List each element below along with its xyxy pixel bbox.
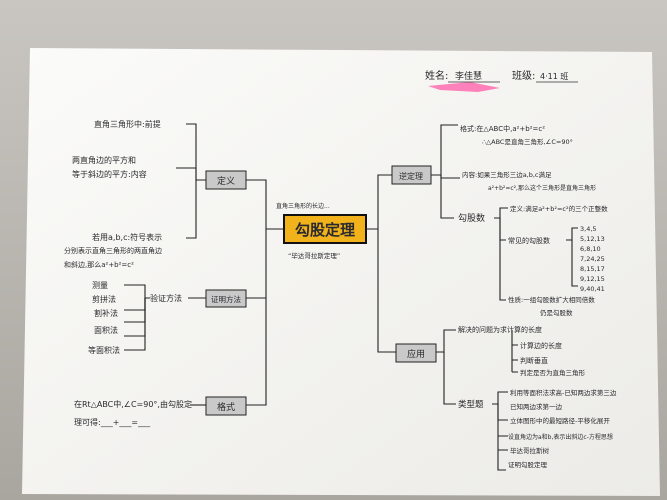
definition-item: 分别表示直角三角形的两直角边 <box>64 246 162 255</box>
proof-item: 等面积法 <box>88 345 120 355</box>
definition-box <box>205 170 247 190</box>
center-note-below: “毕达哥拉斯定理” <box>288 251 340 260</box>
converse-label: 逆定理 <box>399 171 423 181</box>
triple-number: 7,24,25 <box>580 255 605 263</box>
left-connectors <box>124 123 284 406</box>
application-label: 应用 <box>407 348 425 360</box>
format-item: 在Rt△ABC中,∠C=90°,由勾股定 <box>74 399 192 409</box>
branch-proof-methods: 证明方法 验证方法 测量 剪拼法 割补法 面积法 等面积法 <box>88 281 247 355</box>
triple-number: 8,15,17 <box>580 265 605 273</box>
definition-item: 和斜边,那么a²+b²=c² <box>64 260 134 269</box>
proof-item: 测量 <box>92 281 108 290</box>
problem-type-label: 类型题 <box>458 399 484 410</box>
format-item: 理可得:___+___=___ <box>74 417 151 427</box>
name-value: 李佳慧 <box>455 70 482 82</box>
triple-item: 常见的勾股数 <box>508 236 550 245</box>
triple-number: 6,8,10 <box>580 245 601 253</box>
triple-item: 性质:一组勾股数扩大相同倍数 <box>508 295 595 304</box>
problem-type-item: 立体图形中的最短路径-平移化展开 <box>510 416 610 425</box>
central-topic: 直角三角形的长边... 勾股定理 “毕达哥拉斯定理” <box>276 202 367 260</box>
proof-label: 证明方法 <box>211 294 241 304</box>
triple-number: 5,12,13 <box>580 235 605 243</box>
problem-type-item: 毕达哥拉斯树 <box>510 446 550 455</box>
center-note-above: 直角三角形的长边... <box>276 202 330 210</box>
header: 姓名: 李佳慧 班级: 4·11 班 <box>425 69 578 92</box>
converse-box <box>391 165 432 185</box>
class-label: 班级: <box>512 70 535 82</box>
definition-item: 两直角边的平方和 <box>72 155 136 165</box>
proof-item: 剪拼法 <box>92 294 116 304</box>
class-value: 4·11 班 <box>540 71 568 81</box>
problem-type-item: 已知两边求第一边 <box>510 402 563 411</box>
application-item: 解决的问题为求计算的长度 <box>458 325 542 334</box>
center-box <box>283 214 367 244</box>
branch-application: 应用 解决的问题为求计算的长度 计算边的长度 判断垂直 判定是否为直角三角形 类… <box>395 325 617 469</box>
application-item: 计算边的长度 <box>520 341 562 350</box>
application-item: 判定是否为直角三角形 <box>520 368 586 377</box>
name-label: 姓名: <box>425 69 448 82</box>
branch-definition: 定义 直角三角形中:前提 两直角边的平方和 等于斜边的平方:内容 若用a,b,c… <box>64 119 247 269</box>
format-label: 格式 <box>217 401 235 413</box>
problem-type-item: 设直角边为a和b,表示出斜边c-方程思想 <box>508 433 613 441</box>
triple-number: 3,4,5 <box>580 225 597 233</box>
right-connectors <box>366 124 578 471</box>
format-box <box>205 396 247 416</box>
proof-item: 面积法 <box>94 325 118 335</box>
definition-item: 直角三角形中:前提 <box>94 119 161 129</box>
proof-box <box>205 289 247 308</box>
converse-item: ∴△ABC是直角三角形,∠C=90° <box>482 137 573 146</box>
definition-label: 定义 <box>217 175 235 187</box>
converse-item: a²+b²=c²,那么这个三角形是直角三角形 <box>488 184 596 192</box>
proof-sub-label: 验证方法 <box>150 293 182 303</box>
triple-number: 9,40,41 <box>580 285 605 293</box>
application-box <box>395 343 437 363</box>
problem-type-item: 利用等面积法求高-已知两边求第三边 <box>510 388 617 397</box>
pink-highlight <box>428 82 500 92</box>
definition-item: 若用a,b,c:符号表示 <box>92 232 162 242</box>
branch-converse: 逆定理 格式:在△ABC中,a²+b²=c² ∴△ABC是直角三角形,∠C=90… <box>391 124 608 317</box>
proof-item: 割补法 <box>94 308 118 318</box>
triple-item: 仍是勾股数 <box>540 308 573 317</box>
definition-item: 等于斜边的平方:内容 <box>72 169 147 179</box>
paper-sheet <box>22 48 660 496</box>
triple-item: 定义:满足a²+b²=c²的三个正整数 <box>510 204 608 213</box>
problem-type-item: 证明勾股定理 <box>508 460 548 469</box>
converse-item: 内容:如果三角形三边a,b,c满足 <box>462 170 552 179</box>
converse-item: 格式:在△ABC中,a²+b²=c² <box>460 124 545 133</box>
application-item: 判断垂直 <box>520 356 548 365</box>
triple-number: 9,12,15 <box>580 275 605 283</box>
branch-format: 格式 在Rt△ABC中,∠C=90°,由勾股定 理可得:___+___=___ <box>74 396 247 427</box>
pythagorean-triple-label: 勾股数 <box>458 212 485 224</box>
center-title: 勾股定理 <box>295 221 355 239</box>
